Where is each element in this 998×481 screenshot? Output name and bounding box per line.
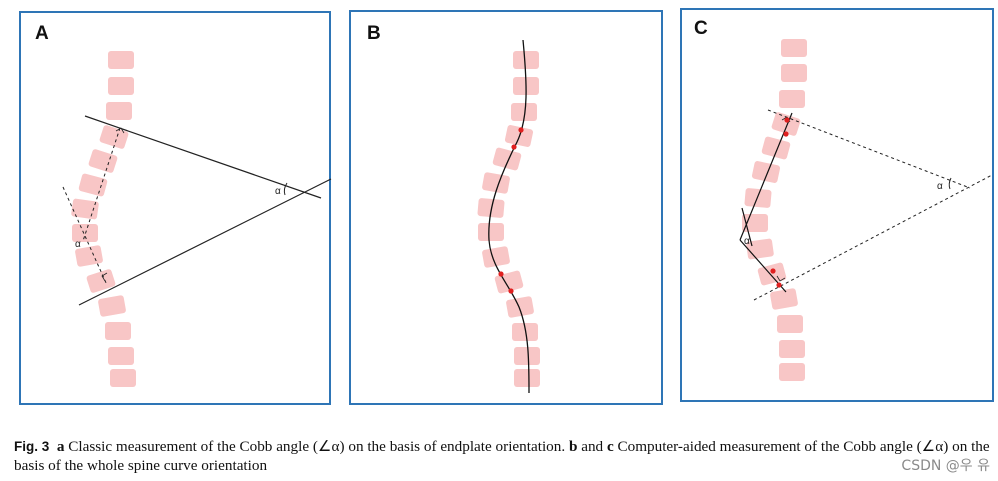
vertebra	[86, 269, 116, 293]
vertebra	[777, 315, 803, 333]
panel-a: A α α	[19, 11, 332, 405]
vertebra	[108, 77, 134, 95]
panel-c: C α α	[680, 8, 994, 402]
fig-label: Fig. 3	[14, 439, 50, 454]
vertebra	[110, 369, 136, 387]
alpha-label-a-right: α	[275, 186, 281, 197]
caption-part-c: c	[606, 438, 614, 455]
panel-a-diagram: α α	[62, 51, 332, 387]
alpha-arc-c	[948, 177, 952, 190]
caption-text-bc: Computer-aided measurement of the Cobb a…	[14, 438, 990, 474]
upper-endplate-line	[84, 115, 322, 199]
vertebra	[492, 147, 522, 171]
panel-a-label: A	[35, 23, 49, 44]
upper-perpendicular	[82, 127, 121, 242]
vertebra	[514, 347, 540, 365]
vertebra	[75, 245, 103, 267]
vertebra	[108, 51, 134, 69]
panel-b-label: B	[367, 23, 381, 44]
alpha-label-a-mid: α	[75, 239, 81, 250]
vertebrae-a	[71, 51, 136, 387]
vertebra	[482, 172, 510, 194]
vertebra	[71, 198, 99, 220]
marker-b-1	[518, 127, 524, 133]
spine-curve-b	[488, 39, 530, 394]
panel-c-label: C	[694, 18, 708, 39]
vertebra	[511, 103, 537, 121]
vertebrae-b	[477, 51, 540, 387]
vertebra	[781, 39, 807, 57]
watermark: CSDN @우 유	[901, 458, 990, 474]
caption-text-a: Classic measurement of the Cobb angle (∠…	[64, 438, 569, 455]
lower-dashed-line-c	[753, 174, 993, 301]
vertebra	[779, 363, 805, 381]
panel-b-diagram	[477, 39, 540, 394]
vertebra	[746, 238, 774, 260]
marker-c-3	[770, 268, 776, 274]
vertebra	[757, 262, 787, 286]
vertebra	[770, 288, 798, 310]
spine-line-c-upper	[739, 112, 793, 241]
vertebra	[108, 347, 134, 365]
caption-part-b: b	[568, 438, 578, 455]
vertebra	[779, 340, 805, 358]
marker-c-2	[783, 131, 789, 137]
vertebra	[761, 136, 791, 160]
vertebra	[779, 90, 805, 108]
vertebra	[744, 188, 772, 208]
marker-b-4	[508, 288, 514, 294]
alpha-label-c-mid: α	[744, 236, 750, 247]
vertebra	[88, 149, 118, 173]
upper-dashed-line-c	[767, 109, 971, 189]
vertebra	[513, 51, 539, 69]
vertebra	[771, 112, 801, 136]
vertebra	[514, 369, 540, 387]
alpha-label-c-right: α	[937, 181, 943, 192]
right-angle-mark-bottom	[101, 272, 108, 282]
right-angle-mark-c-bottom	[776, 275, 786, 282]
vertebra	[78, 173, 108, 197]
panel-c-diagram: α α	[739, 39, 993, 381]
perpendicular-line-c	[741, 207, 753, 247]
vertebra	[506, 296, 534, 318]
vertebra	[99, 125, 129, 149]
vertebra	[751, 161, 781, 183]
vertebra	[478, 223, 504, 241]
vertebra	[106, 102, 132, 120]
marker-b-2	[511, 144, 517, 150]
caption-part-a: a	[56, 438, 65, 455]
vertebra	[72, 224, 98, 242]
vertebra	[98, 295, 126, 317]
vertebra	[482, 246, 510, 268]
panel-b: B	[349, 10, 663, 405]
vertebra	[512, 323, 538, 341]
marker-b-3	[498, 271, 504, 277]
alpha-arc-a	[283, 182, 288, 196]
vertebra	[105, 322, 131, 340]
figure-caption: Fig. 3 a Classic measurement of the Cobb…	[14, 437, 994, 475]
marker-c-1	[784, 117, 790, 123]
caption-and: and	[577, 438, 607, 455]
lower-endplate-line	[78, 178, 332, 306]
vertebra	[781, 64, 807, 82]
marker-c-4	[776, 282, 782, 288]
right-angle-mark-top	[115, 127, 125, 134]
